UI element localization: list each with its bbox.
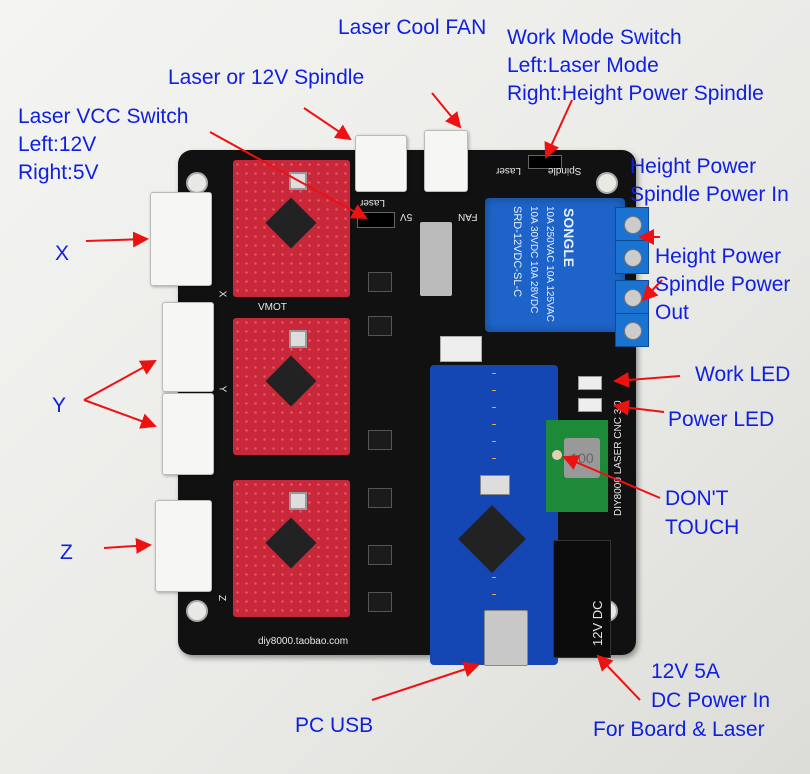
arrow-y-2 [83, 399, 157, 429]
label-x: X [55, 242, 70, 265]
fuse [440, 336, 482, 362]
arrow-laser-vcc [209, 131, 368, 219]
smd-chip [368, 430, 392, 450]
trim-potentiometer [552, 450, 562, 460]
label-dc-power-3: For Board & Laser [593, 718, 765, 741]
smd-chip [368, 592, 392, 612]
label-work-mode-right: Right:Height Power Spindle [507, 82, 764, 105]
label-y: Y [52, 394, 67, 417]
label-work-led: Work LED [695, 363, 791, 386]
label-z: Z [60, 541, 73, 564]
label-spindle-out-3: Out [655, 301, 689, 324]
power-led [578, 398, 602, 412]
y-motor-connector-2 [162, 393, 214, 475]
arrow-dont-touch [562, 455, 661, 499]
work-led [578, 376, 602, 390]
label-laser-or-spindle: Laser or 12V Spindle [168, 66, 365, 89]
relay: SONGLE 10A 250VAC 10A 125VAC 10A 30VDC 1… [485, 198, 625, 332]
smd-chip [368, 316, 392, 336]
arrow-fan [431, 92, 462, 129]
mounting-hole [186, 600, 208, 622]
arrow-laser-spindle [303, 107, 352, 141]
label-laser-vcc-switch: Laser VCC Switch [18, 105, 189, 128]
voltage-regulator [420, 222, 452, 296]
smd-chip [368, 272, 392, 292]
label-spindle-out-1: Height Power [655, 245, 782, 268]
mounting-hole [596, 172, 618, 194]
label-spindle-out-2: Spindle Power [655, 273, 791, 296]
laser-spindle-connector [355, 135, 407, 192]
stepper-driver-z [233, 480, 350, 617]
label-spindle-in-2: Spindle Power In [630, 183, 789, 206]
arrow-y-1 [83, 360, 157, 401]
z-motor-connector [155, 500, 212, 592]
stepper-driver-x [233, 160, 350, 297]
label-dont-touch-1: DON'T [665, 487, 729, 510]
smd-chip [368, 488, 392, 508]
smd-chip [368, 545, 392, 565]
label-pc-usb: PC USB [295, 714, 374, 737]
terminal-in-2 [615, 240, 649, 274]
arrow-work-mode [544, 99, 573, 159]
label-vcc-left: Left:12V [18, 133, 97, 156]
reset-button[interactable] [480, 475, 510, 495]
label-vcc-right: Right:5V [18, 161, 99, 184]
fan-connector [424, 130, 468, 192]
arrow-power-led [613, 399, 665, 416]
terminal-in-1 [615, 207, 649, 241]
arrow-work-led [613, 371, 681, 388]
silk-url: diy8000.taobao.com [258, 636, 349, 647]
label-power-led: Power LED [668, 408, 775, 431]
terminal-out-2 [615, 313, 649, 347]
label-spindle-in-1: Height Power [630, 155, 757, 178]
arrow-dc-power [596, 654, 641, 701]
label-dc-power-2: DC Power In [651, 689, 771, 712]
stepper-driver-y [233, 318, 350, 455]
label-laser-cool-fan: Laser Cool FAN [338, 16, 487, 39]
label-work-mode-switch: Work Mode Switch [507, 26, 682, 49]
label-dont-touch-2: TOUCH [665, 516, 740, 539]
buck-converter: 100 [546, 420, 608, 512]
arrow-usb [371, 661, 480, 701]
dc-power-jack[interactable] [553, 540, 611, 658]
label-work-mode-left: Left:Laser Mode [507, 54, 659, 77]
usb-port[interactable] [484, 610, 528, 666]
x-motor-connector [150, 192, 212, 286]
silk-vmot: VMOT [258, 302, 287, 313]
arrow-z [103, 537, 152, 554]
label-dc-power-1: 12V 5A [651, 660, 720, 683]
arrow-spindle-out [641, 279, 663, 302]
y-motor-connector-1 [162, 302, 214, 392]
arrow-x [85, 231, 149, 248]
